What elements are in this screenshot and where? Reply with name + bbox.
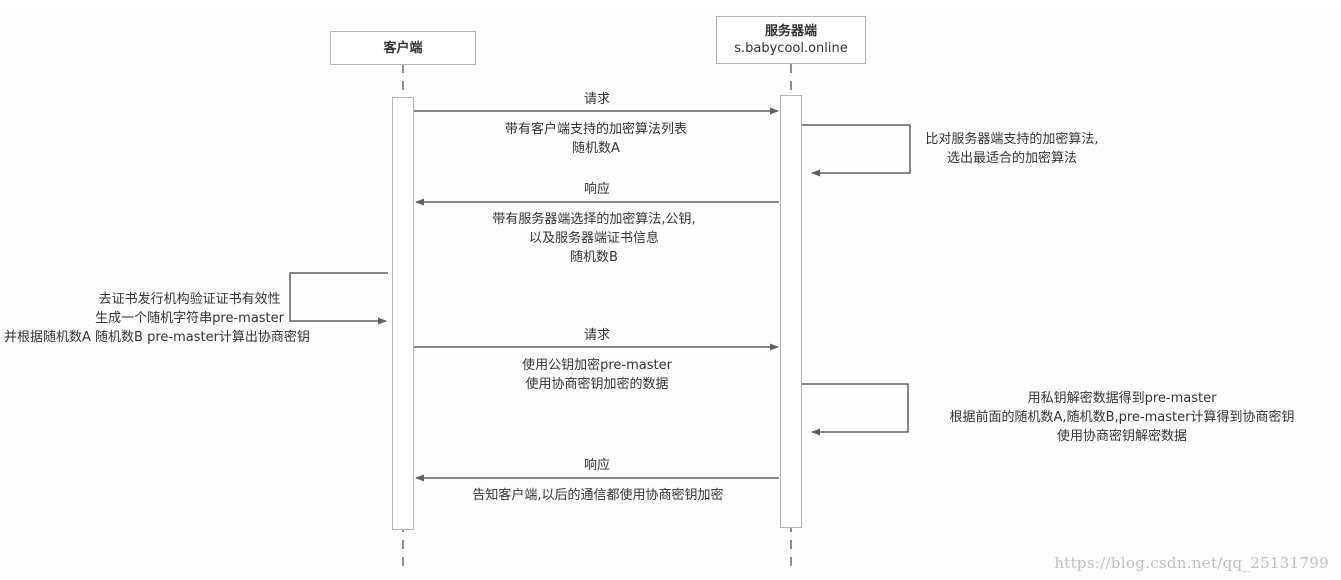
server-host: s.babycool.online	[734, 41, 848, 56]
request-label-2: 请求	[583, 328, 611, 343]
client-compute-note: 并根据随机数A 随机数B pre-master计算出协商密钥	[4, 330, 310, 345]
request-details-1: 带有客户端支持的加密算法列表 随机数A	[504, 122, 688, 156]
diagram-canvas	[0, 14, 1341, 580]
client-verify-note: 去证书发行机构验证证书有效性 生成一个随机字符串pre-master	[95, 292, 284, 326]
server-participant-box: 服务器端 s.babycool.online	[716, 16, 866, 64]
watermark: https://blog.csdn.net/qq_25131799	[1054, 554, 1329, 572]
request-label-1: 请求	[583, 92, 611, 107]
client-name: 客户端	[383, 40, 423, 56]
response-label-2: 响应	[583, 458, 611, 473]
server-self-arrow-2	[802, 383, 909, 436]
request-details-2: 使用公钥加密pre-master 使用协商密钥加密的数据	[522, 358, 672, 392]
response-label-1: 响应	[583, 182, 611, 197]
server-name: 服务器端	[764, 24, 817, 39]
server-activation-bar	[780, 95, 802, 528]
server-compare-note: 比对服务器端支持的加密算法, 选出最适合的加密算法	[925, 132, 1099, 166]
response-details-1: 带有服务器端选择的加密算法,公钥, 以及服务器端证书信息 随机数B	[492, 212, 696, 265]
response-details-2: 告知客户端,以后的通信都使用协商密钥加密	[472, 488, 724, 503]
client-self-arrow	[289, 272, 388, 325]
client-participant-box: 客户端	[330, 31, 476, 65]
client-activation-bar	[392, 97, 414, 530]
server-self-arrow-1	[802, 124, 911, 177]
server-decrypt-note: 用私钥解密数据得到pre-master 根据前面的随机数A,随机数B,pre-m…	[949, 391, 1295, 444]
